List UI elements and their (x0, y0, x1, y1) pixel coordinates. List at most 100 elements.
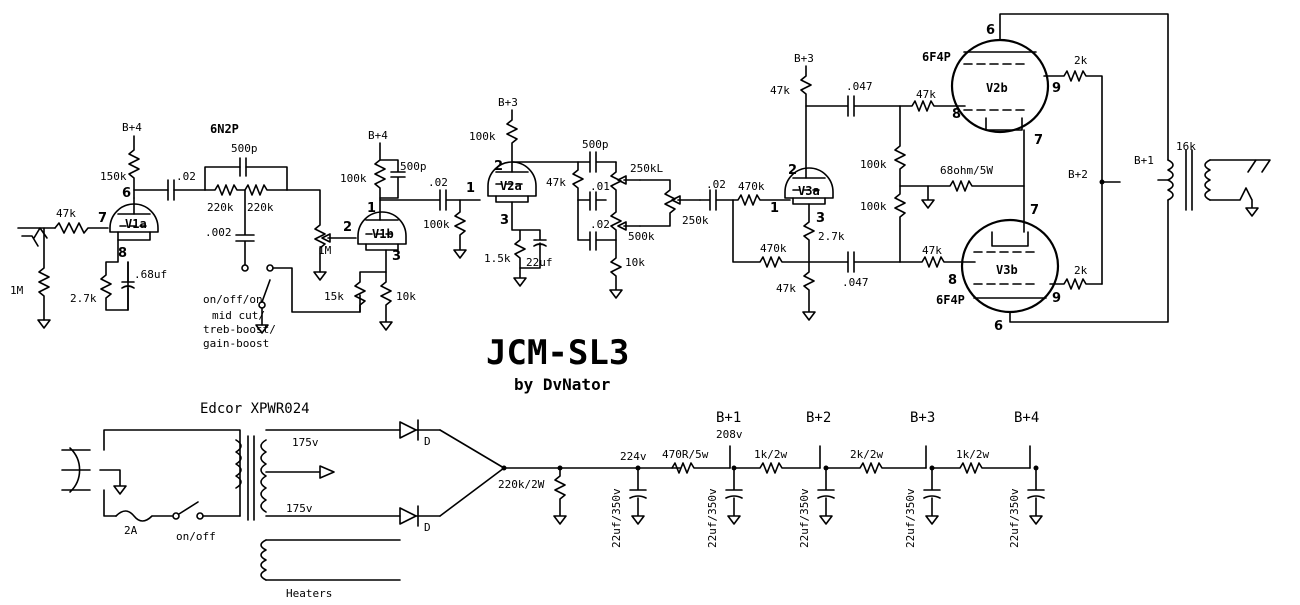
output-transformer (1167, 149, 1211, 211)
label-6f4p-bottom: 6F4P (936, 293, 965, 307)
switch-label-line3: treb-boost/ (203, 323, 276, 336)
label-v2a-cathode-1k5: 1.5k (484, 252, 511, 265)
label-dropping-1k-a: 1k/2w (754, 448, 787, 461)
label-bleeder-220k: 220k/2W (498, 478, 545, 491)
label-filter-cap-2: 22uf/350v (706, 488, 719, 548)
label-screen-2k-a: 2k (1074, 54, 1088, 67)
input-jack (17, 227, 48, 247)
label-pi-plate-47k: 47k (770, 84, 790, 97)
label-v2b: V2b (986, 81, 1008, 95)
pin-v2a-1: 1 (466, 181, 475, 196)
label-bias-100k-b: 100k (860, 200, 887, 213)
pin-v3a-1: 1 (770, 201, 779, 216)
label-filter-cap-4: 22uf/350v (904, 488, 917, 548)
label-pi-tail-47k: 47k (776, 282, 796, 295)
pin-v2b-9: 9 (1052, 81, 1061, 96)
label-ot-16k: 16k (1176, 140, 1196, 153)
label-fuse: 2A (124, 524, 138, 537)
label-dropping-1k-b: 1k/2w (956, 448, 989, 461)
label-pi-cap-047a: .047 (846, 80, 873, 93)
label-filter-cap-3: 22uf/350v (798, 488, 811, 548)
pin-v3a-3: 3 (816, 211, 825, 226)
label-feedback-470k: 470k (760, 242, 787, 255)
power-switch[interactable] (172, 501, 204, 520)
pin-v3a-2: 2 (788, 163, 797, 178)
pin-v2b-7: 7 (1034, 133, 1043, 148)
rail-b1-supply: B+1 (716, 410, 741, 426)
rail-b4-supply: B+4 (1014, 410, 1039, 426)
tube-v2a: V2a (487, 161, 537, 203)
label-grid-leak-1m: 1M (10, 284, 24, 297)
label-coupling-02d: .02 (706, 178, 726, 191)
label-grid-470k: 470k (738, 180, 765, 193)
label-v3b: V3b (996, 263, 1018, 277)
switch-label-line1: on/off/on (203, 293, 263, 306)
pin-v3b-6: 6 (994, 319, 1003, 334)
pin-v1a-6: 6 (122, 186, 131, 201)
label-v1b-10k: 10k (396, 290, 416, 303)
label-power-transformer: Edcor XPWR024 (200, 401, 310, 417)
label-208v: 208v (716, 428, 743, 441)
rail-b4-v1a: B+4 (122, 121, 142, 134)
pin-v1b-3: 3 (392, 249, 401, 264)
label-filter-cap-1: 22uf/350v (610, 488, 623, 548)
label-v2a-cathode-22uf: 22uf (526, 256, 553, 269)
label-cathode-68ohm: 68ohm/5W (940, 164, 993, 177)
pin-v3b-7: 7 (1030, 203, 1039, 218)
filter-cap-5: 22uf/350v (1008, 467, 1045, 548)
label-master-250k: 250k (682, 214, 709, 227)
pin-v2b-8: 8 (952, 107, 961, 122)
label-secondary-175v-top: 175v (292, 436, 319, 449)
label-6n2p: 6N2P (210, 122, 239, 136)
label-diode-bottom: D (424, 521, 431, 534)
rail-b2-screen: B+2 (1068, 168, 1088, 181)
label-coupling-02b: .02 (428, 176, 448, 189)
label-224v: 224v (620, 450, 647, 463)
label-mixer-220k-b: 220k (247, 201, 274, 214)
label-cathode-2k7: 2.7k (70, 292, 97, 305)
pin-v2b-6: 6 (986, 23, 995, 38)
label-input-resistor: 47k (56, 207, 76, 220)
schematic-byline: by DvNator (514, 375, 610, 394)
filter-cap-1: 22uf/350v (610, 467, 647, 548)
label-pi-2k7: 2.7k (818, 230, 845, 243)
label-dropping-2k: 2k/2w (850, 448, 883, 461)
rail-b3-pi: B+3 (794, 52, 814, 65)
pin-v3b-8: 8 (948, 273, 957, 288)
label-diode-top: D (424, 435, 431, 448)
label-bright-500p-a: 500p (231, 142, 258, 155)
label-grid-stopper-47k-b: 47k (922, 244, 942, 257)
tube-v3a: V3a (784, 167, 834, 205)
label-v2a: V2a (500, 179, 522, 193)
label-cathode-cap-68uf: .68uf (134, 268, 167, 281)
fuse-2a (115, 510, 173, 522)
tube-v1a: V1a (109, 197, 159, 241)
pin-v3b-9: 9 (1052, 291, 1061, 306)
label-power-switch: on/off (176, 530, 216, 543)
label-v1b-plate-100k: 100k (340, 172, 367, 185)
rail-b2-supply: B+2 (806, 410, 831, 426)
label-bass-pot-500k: 500k (628, 230, 655, 243)
label-grid-stopper-47k-a: 47k (916, 88, 936, 101)
heater-winding (260, 539, 401, 581)
mains-plug (61, 447, 127, 495)
filter-cap-4: 22uf/350v (904, 467, 941, 548)
pin-v1b-2: 2 (343, 220, 352, 235)
label-v1b: V1b (372, 227, 394, 241)
pin-v2a-3: 3 (500, 213, 509, 228)
tube-v1b: V1b (357, 211, 407, 251)
tube-v3b: V3b (960, 218, 1060, 314)
input-resistor (54, 222, 109, 234)
label-gain-pot-1m: 1M (318, 244, 332, 257)
rail-b1-ot: B+1 (1134, 154, 1154, 167)
label-bass-01: .01 (590, 180, 610, 193)
label-plate-150k: 150k (100, 170, 127, 183)
diode-bottom (399, 505, 441, 527)
label-tonestack-47k: 47k (546, 176, 566, 189)
label-heaters: Heaters (286, 587, 332, 600)
rail-b3-supply: B+3 (910, 410, 935, 426)
schematic-title: JCM-SL3 (486, 333, 629, 373)
label-v2a-grid-100k: 100k (423, 218, 450, 231)
label-dropping-470r: 470R/5w (662, 448, 709, 461)
